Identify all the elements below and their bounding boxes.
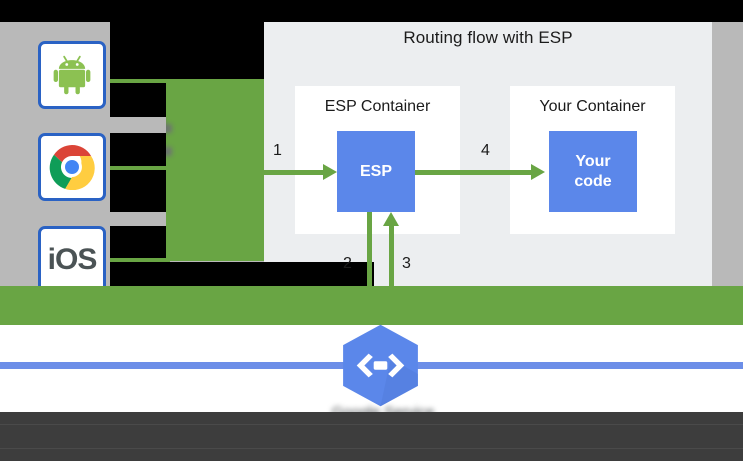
step-number-4: 4 bbox=[481, 142, 490, 159]
occlusion-rect-3 bbox=[110, 133, 166, 166]
your-code-box[interactable]: Your code bbox=[549, 131, 637, 212]
arrow-1-line bbox=[264, 170, 327, 175]
panel-title: Routing flow with ESP bbox=[403, 28, 573, 47]
gray-occlusion-stripe-2 bbox=[0, 212, 166, 226]
occlusion-rect-2 bbox=[110, 83, 166, 117]
occlusion-rect-1 bbox=[110, 22, 264, 79]
card-your-label: Your Container bbox=[539, 98, 646, 115]
esp-box[interactable]: ESP bbox=[337, 131, 415, 212]
ios-label: iOS bbox=[47, 243, 98, 276]
bottom-bar-divider-2 bbox=[0, 448, 743, 449]
esp-box-label: ESP bbox=[359, 162, 392, 180]
step-number-1: 1 bbox=[273, 142, 282, 159]
bottom-bar-divider-1 bbox=[0, 424, 743, 425]
arrow-1-head bbox=[323, 164, 337, 180]
endpoints-hexagon-wrap[interactable] bbox=[338, 323, 423, 408]
step-number-3: 3 bbox=[402, 255, 411, 272]
android-icon bbox=[53, 55, 91, 95]
arrow-3-head bbox=[383, 212, 399, 226]
green-band bbox=[0, 286, 743, 325]
client-flow-line-chrome bbox=[110, 166, 170, 170]
client-flow-line-android bbox=[110, 79, 170, 83]
google-cloud-endpoints-hexagon-icon bbox=[343, 324, 418, 407]
bottom-dark-overlay-bar bbox=[0, 412, 743, 461]
occlusion-rect-5 bbox=[110, 226, 166, 258]
client-tile-ios[interactable]: iOS bbox=[38, 226, 106, 294]
card-esp-label: ESP Container bbox=[324, 98, 431, 115]
top-black-occlusion-bar bbox=[0, 0, 743, 22]
step-number-2: 2 bbox=[343, 255, 352, 272]
arrow-4-line bbox=[415, 170, 535, 175]
chrome-icon bbox=[49, 144, 95, 190]
gray-occlusion-stripe-1 bbox=[0, 117, 166, 133]
client-flow-line-ios bbox=[110, 258, 170, 262]
client-tile-android[interactable] bbox=[38, 41, 106, 109]
your-code-box-label: Your code bbox=[574, 152, 612, 190]
client-tile-chrome[interactable] bbox=[38, 133, 106, 201]
right-gray-frame bbox=[712, 22, 743, 286]
client-flow-block bbox=[166, 79, 264, 261]
arrow-2-line bbox=[367, 212, 372, 322]
arrow-3-line bbox=[389, 226, 394, 322]
occlusion-rect-4 bbox=[110, 170, 166, 212]
arrow-4-head bbox=[531, 164, 545, 180]
